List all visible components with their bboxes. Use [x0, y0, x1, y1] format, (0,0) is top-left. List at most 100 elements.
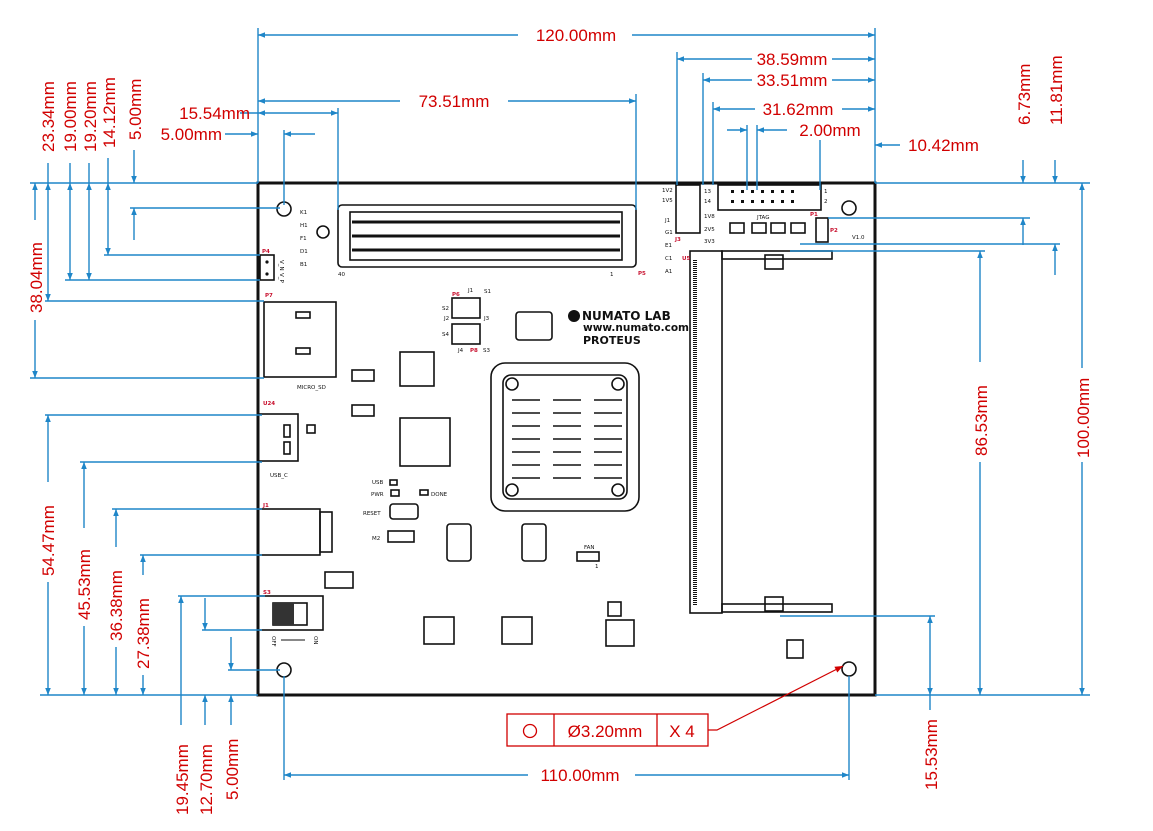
pcb-board: K1 H1 F1 D1 B1 P4 V_N V_P P7 MICRO_SD U2… [256, 181, 877, 697]
label: ON [312, 636, 318, 644]
label: J1 [467, 288, 473, 294]
label: K1 [300, 210, 307, 216]
label: 1V2 [662, 188, 673, 194]
label: F1 [300, 236, 307, 242]
hole-diameter: Ø3.20mm [568, 722, 643, 741]
label: J1 [262, 503, 269, 509]
label: 2V5 [704, 227, 715, 233]
dim-connector-start: 15.54mm [179, 104, 250, 123]
jtag-header [717, 184, 822, 211]
label: 13 [704, 189, 711, 195]
label: D1 [300, 249, 308, 255]
hole-count: X 4 [669, 722, 695, 741]
microsd-slot [263, 301, 337, 378]
dim-microsd-bottom: 38.04mm [27, 242, 46, 313]
dim-jumper-right: 33.51mm [757, 71, 828, 90]
dim-jtag-start: 31.62mm [763, 100, 834, 119]
dim-sodimm-bottom: 15.53mm [922, 719, 941, 790]
label: S3 [263, 590, 271, 596]
label: P7 [265, 293, 273, 299]
label: S3 [483, 348, 490, 354]
label: C1 [665, 256, 672, 262]
dim-p4-b: 19.20mm [81, 81, 100, 152]
label: DONE [431, 492, 448, 498]
m2-switch [387, 530, 415, 543]
dimension-lines [30, 28, 1090, 780]
label: V_P [278, 273, 284, 284]
dim-p2-pin: 6.73mm [1015, 64, 1034, 125]
dimension-labels: 120.00mm 73.51mm 15.54mm 5.00mm 38.59mm … [27, 26, 1093, 815]
oscillator [515, 311, 553, 341]
label: B1 [300, 262, 307, 268]
usb-c-port [257, 413, 299, 462]
label: E1 [665, 243, 672, 249]
label: P4 [262, 249, 270, 255]
fpga-heatsink [490, 362, 640, 512]
label: USB [372, 480, 384, 486]
label: P8 [470, 348, 478, 354]
label: J3 [674, 237, 681, 243]
dim-microsd-top: 23.34mm [39, 81, 58, 152]
label: P6 [452, 292, 460, 298]
label: JTAG [756, 215, 769, 221]
label: 1V5 [662, 198, 673, 204]
label: P5 [638, 271, 646, 277]
dim-usbc-top: 54.47mm [39, 505, 58, 576]
reset-button [389, 503, 419, 520]
brand-url: www.numato.com [583, 322, 689, 334]
dim-hole-x: 5.00mm [161, 125, 222, 144]
label: S1 [484, 289, 491, 295]
dim-j1-bottom: 27.38mm [134, 598, 153, 669]
label: J1 [664, 218, 670, 224]
numato-logo-icon [568, 310, 580, 322]
dim-jumper-j3: 38.59mm [757, 50, 828, 69]
dim-hole-y: 5.00mm [126, 79, 145, 140]
chip-fpga-config [399, 417, 451, 467]
label: V_N [278, 260, 284, 271]
label: MICRO_SD [297, 385, 326, 391]
label: 1V8 [704, 214, 715, 220]
label: U24 [263, 401, 275, 407]
label: S4 [442, 332, 449, 338]
label: P2 [830, 228, 838, 234]
label: H1 [300, 223, 308, 229]
callout-leader [708, 665, 844, 731]
dim-usbc-bottom: 45.53mm [75, 549, 94, 620]
dim-jtag-end: 10.42mm [908, 136, 979, 155]
label: 14 [704, 199, 711, 205]
label: 1 [824, 189, 828, 195]
circle-icon [522, 723, 538, 739]
header-p4 [259, 254, 275, 281]
power-switch-s3 [257, 595, 324, 631]
label: PWR [371, 492, 384, 498]
sodimm-connector-u5 [689, 250, 833, 614]
dim-s3-top: 19.45mm [173, 744, 192, 815]
chip-qfp [399, 351, 435, 387]
label: S2 [442, 306, 449, 312]
label: G1 [665, 230, 673, 236]
label: V1.0 [852, 235, 865, 241]
label: RESET [363, 511, 381, 517]
dim-board-height: 100.00mm [1074, 378, 1093, 458]
dim-connector-end: 73.51mm [419, 92, 490, 111]
dim-hole-bottom-y: 5.00mm [223, 739, 242, 800]
dim-hole-spacing: 110.00mm [540, 766, 619, 785]
label: J2 [443, 316, 449, 322]
dim-p2-pin2: 11.81mm [1047, 55, 1066, 125]
header-p2 [815, 217, 829, 243]
dim-sodimm: 86.53mm [972, 385, 991, 456]
label: M2 [372, 536, 380, 542]
dim-p4-a: 19.00mm [61, 81, 80, 152]
label: 3V3 [704, 239, 715, 245]
dim-p4-pin: 14.12mm [100, 77, 119, 148]
hole-callout: Ø3.20mm X 4 [506, 665, 844, 747]
fan-header [576, 551, 600, 562]
brand-product: PROTEUS [583, 334, 641, 347]
voltage-jumper-j3 [675, 184, 701, 234]
label: J3 [483, 316, 490, 322]
label: U5 [682, 256, 690, 262]
dim-board-width: 120.00mm [536, 26, 616, 45]
label: A1 [665, 269, 672, 275]
label: 40 [338, 272, 345, 278]
